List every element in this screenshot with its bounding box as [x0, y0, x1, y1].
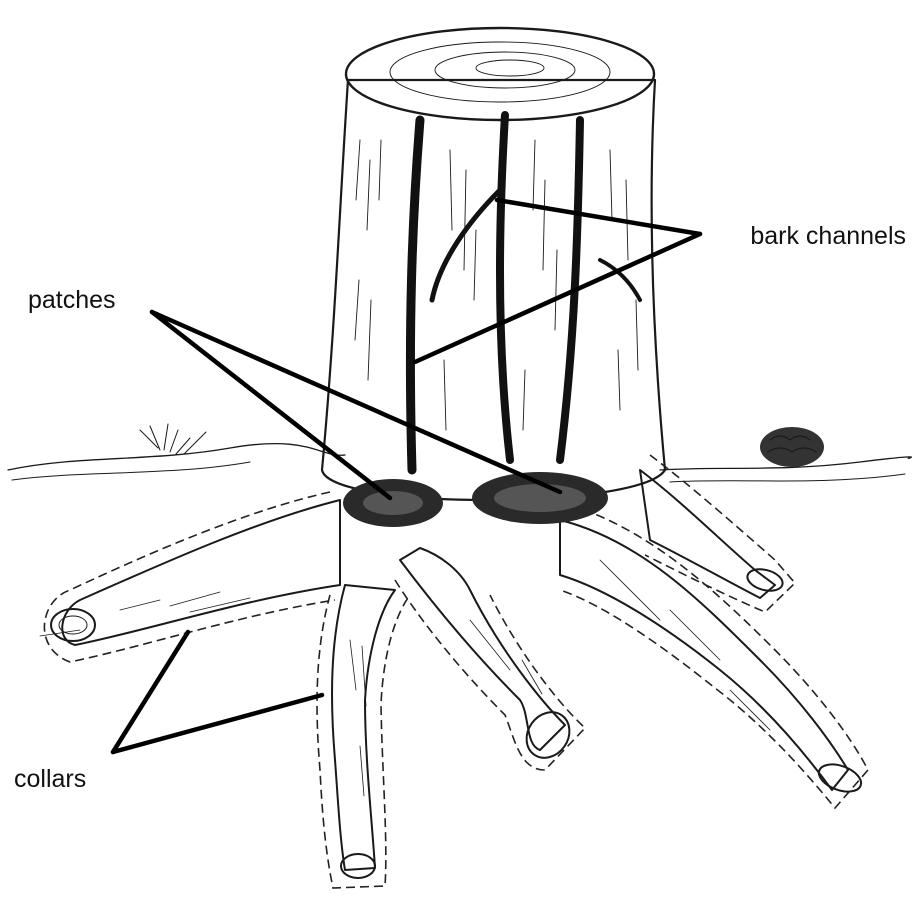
stump-trunk [322, 28, 665, 500]
collar-right [560, 505, 868, 808]
bark-channel-4 [432, 190, 500, 300]
collar-middle-down [317, 595, 410, 888]
label-patches: patches [28, 286, 116, 314]
root-center-cut [518, 704, 578, 766]
leader-lines [113, 200, 700, 752]
root-right [560, 520, 848, 790]
resin-patches [343, 472, 608, 527]
root-center [400, 548, 565, 750]
root-right-upper [640, 470, 775, 598]
leader-bark-channels-lower [415, 234, 700, 362]
pine-cone [760, 427, 824, 467]
leader-patches-left [152, 312, 390, 498]
label-collars: collars [14, 765, 86, 793]
trunk-body [322, 80, 665, 500]
root-left-cut [51, 609, 95, 641]
collar-center [395, 580, 585, 770]
root-left [62, 500, 340, 645]
root-collars [44, 455, 868, 888]
bark-channel-1 [410, 120, 420, 470]
root-middle-down [332, 585, 395, 870]
root-middle-down-cut [341, 854, 375, 878]
leader-bark-channels-upper [497, 200, 700, 234]
root-right-upper-cut [745, 566, 785, 595]
bark-channel-2 [500, 115, 510, 460]
label-bark-channels: bark channels [750, 222, 906, 250]
